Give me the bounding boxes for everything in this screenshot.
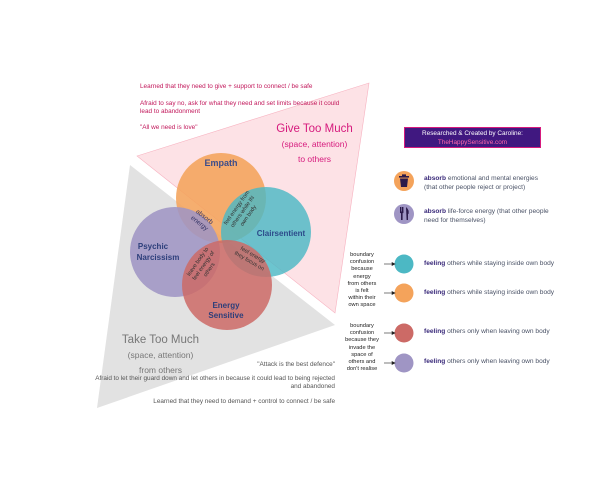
legend-absorb-life: absorb life-force energy (that other peo… bbox=[424, 208, 549, 224]
trash-can-icon bbox=[399, 174, 409, 187]
legend-absorb-emotional: absorb emotional and mental energies (th… bbox=[424, 175, 538, 191]
take-title: Take Too Much bbox=[121, 334, 200, 346]
credit-banner: Researched & Created by Caroline: TheHap… bbox=[404, 127, 541, 148]
legend-feeling-clairsentient: feeling others while staying inside own … bbox=[424, 260, 555, 267]
legend-absorb-life-swatch bbox=[394, 204, 414, 224]
legend-feeling-empath: feeling others while staying inside own … bbox=[424, 289, 555, 296]
give-note-2: Afraid to say no, ask for what they need… bbox=[140, 100, 340, 115]
energy-sensitive-label-1: Energy bbox=[212, 301, 240, 310]
narcissism-label-2: Narcissism bbox=[137, 253, 180, 262]
give-subtitle-1: (space, attention) bbox=[281, 139, 348, 149]
take-title-block: Take Too Much (space, attention) from ot… bbox=[108, 333, 213, 378]
take-subtitle-1: (space, attention) bbox=[127, 350, 194, 360]
take-note-1: "Attack is the best defence" bbox=[257, 361, 335, 368]
legend-feeling-narcissism: feeling others only when leaving own bod… bbox=[424, 358, 550, 365]
take-note-3: Learned that they need to demand + contr… bbox=[153, 398, 335, 405]
take-note-2: Afraid to let their guard down and let o… bbox=[95, 375, 335, 390]
give-title-block: Give Too Much (space, attention) to othe… bbox=[262, 122, 367, 167]
arrow-icon bbox=[384, 262, 396, 365]
clairsentient-label: Clairsentient bbox=[257, 229, 306, 238]
give-note-3: "All we need is love" bbox=[140, 124, 198, 131]
legend-narcissism-swatch bbox=[394, 353, 414, 373]
give-note-1: Learned that they need to give + support… bbox=[140, 83, 313, 90]
give-subtitle-2: to others bbox=[297, 154, 332, 164]
legend-feeling-energy-sensitive: feeling others only when leaving own bod… bbox=[424, 328, 550, 335]
give-title: Give Too Much bbox=[276, 123, 353, 135]
legend-empath-swatch bbox=[394, 283, 414, 303]
fork-knife-icon bbox=[400, 207, 409, 220]
empath-label: Empath bbox=[204, 158, 237, 168]
energy-sensitive-circle bbox=[182, 240, 272, 330]
legend-clairsentient-swatch bbox=[394, 254, 414, 274]
side-note-lower: boundary confusion because they invade t… bbox=[345, 323, 379, 373]
energy-sensitive-label-2: Sensitive bbox=[208, 311, 244, 320]
take-subtitle-2: from others bbox=[139, 365, 182, 375]
side-note-upper: boundary confusion because energy from o… bbox=[347, 252, 377, 309]
credit-line-1: Researched & Created by Caroline: bbox=[422, 130, 523, 137]
narcissism-label-1: Psychic bbox=[138, 242, 169, 251]
legend-absorb-emotional-swatch bbox=[394, 171, 414, 191]
legend-energy-sensitive-swatch bbox=[394, 323, 414, 343]
credit-link[interactable]: TheHappySensitive.com bbox=[437, 138, 508, 146]
